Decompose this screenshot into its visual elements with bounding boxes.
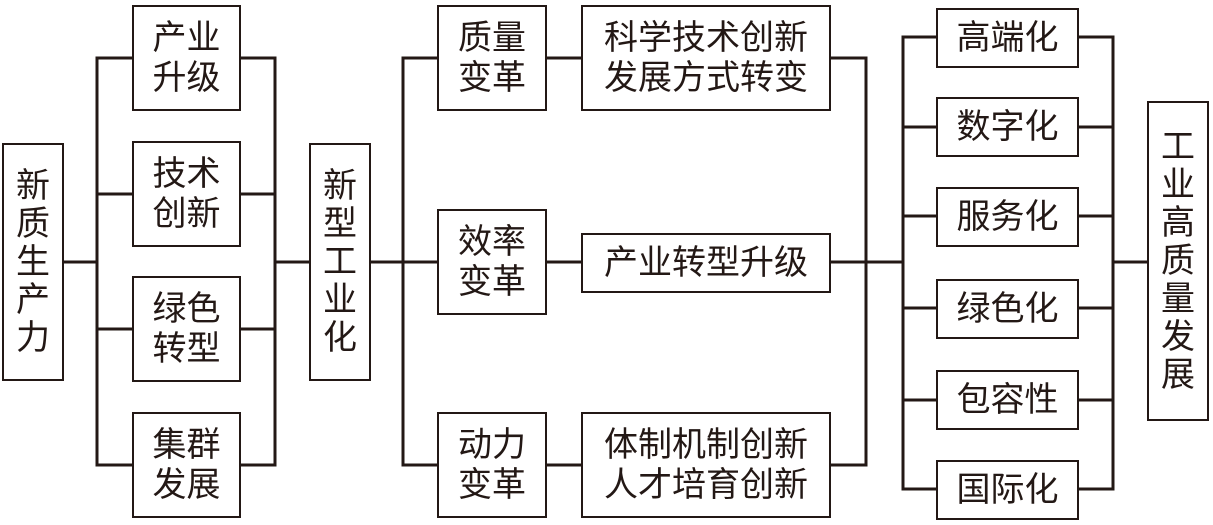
factor-node: 技术 创新 [132,141,241,247]
reform-node-label: 质量 变革 [458,18,526,98]
feature-node-label: 数字化 [956,107,1059,147]
factor-node: 绿色 转型 [132,276,241,382]
feature-node-label: 高端化 [956,18,1059,58]
outcome-node: 产业转型升级 [581,233,831,293]
outcome-node-label: 产业转型升级 [604,243,808,283]
feature-node: 国际化 [936,460,1079,520]
feature-node: 服务化 [936,187,1079,247]
feature-node: 数字化 [936,97,1079,157]
goal-node-label: 工 业 高 质 量 发 展 [1161,127,1195,395]
feature-node-label: 绿色化 [956,289,1059,329]
feature-node: 绿色化 [936,279,1079,339]
factor-node: 集群 发展 [132,412,241,518]
feature-node: 包容性 [936,370,1079,430]
feature-node-label: 国际化 [956,470,1059,510]
factor-node-label: 集群 发展 [152,425,221,505]
factor-node-label: 绿色 转型 [152,289,221,369]
reform-node: 质量 变革 [437,5,547,111]
outcome-node-label: 体制机制创新 人才培育创新 [604,425,808,505]
factor-node-label: 技术 创新 [152,154,221,234]
goal-node: 工 业 高 质 量 发 展 [1147,101,1209,421]
outcome-node: 体制机制创新 人才培育创新 [581,412,831,518]
center-node-label: 新 型 工 业 化 [323,166,357,358]
feature-node: 高端化 [936,8,1079,68]
outcome-node: 科学技术创新 发展方式转变 [581,5,831,111]
reform-node-label: 动力 变革 [458,425,526,505]
center-node: 新 型 工 业 化 [309,143,371,381]
outcome-node-label: 科学技术创新 发展方式转变 [604,18,808,98]
reform-node-label: 效率 变革 [458,222,526,302]
reform-node: 效率 变革 [437,209,547,315]
source-node: 新 质 生 产 力 [2,143,64,381]
source-node-label: 新 质 生 产 力 [16,166,50,358]
feature-node-label: 包容性 [956,380,1059,420]
reform-node: 动力 变革 [437,412,547,518]
feature-node-label: 服务化 [956,197,1059,237]
factor-node-label: 产业 升级 [152,18,221,98]
factor-node: 产业 升级 [132,5,241,111]
